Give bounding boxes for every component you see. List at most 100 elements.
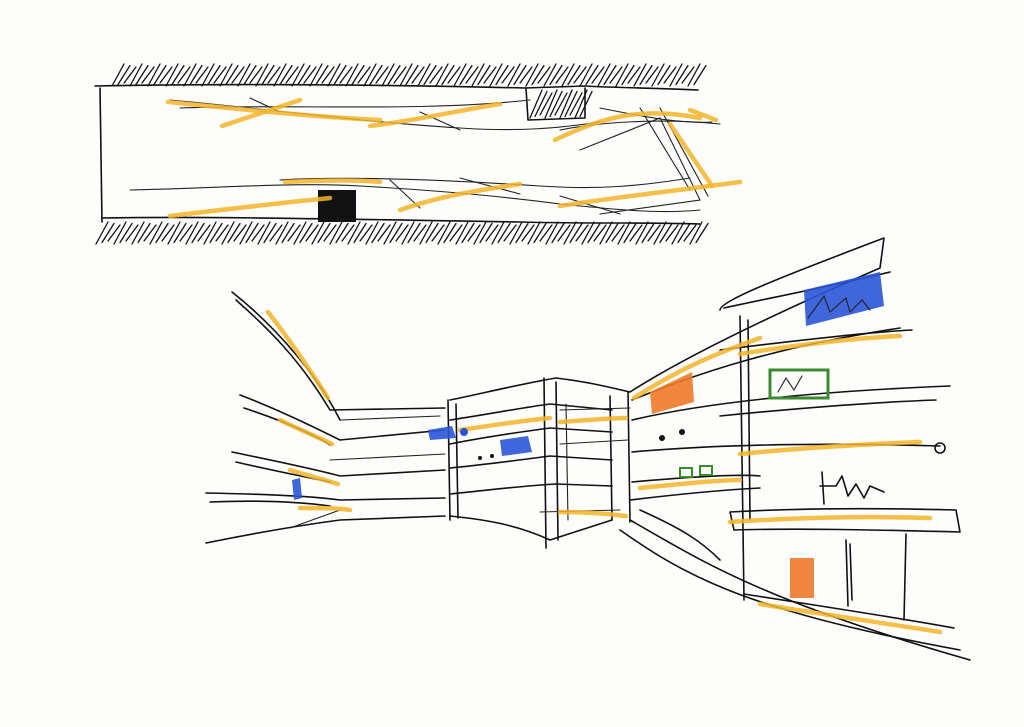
hatch-stroke-top — [471, 63, 485, 87]
hatch-stroke-top — [621, 64, 635, 86]
hatch-stroke-top — [153, 64, 167, 86]
hatch-stroke-bottom — [443, 222, 457, 244]
hatch-stroke-pier — [569, 92, 583, 116]
hatch-stroke-bottom — [533, 222, 547, 244]
right-wall-circle-marker — [934, 442, 946, 454]
persp-ochre-13 — [757, 601, 943, 635]
small-dot-1 — [659, 435, 665, 441]
hatch-stroke-bottom — [473, 221, 487, 245]
hatch-stroke-pier — [579, 90, 593, 118]
hatch-stroke-bottom — [221, 221, 235, 245]
hatch-stroke-top — [531, 64, 545, 86]
hatch-stroke-bottom — [209, 222, 223, 244]
hatch-stroke-top — [579, 63, 593, 87]
hatch-stroke-bottom — [491, 221, 505, 245]
persp-ochre-12 — [557, 509, 629, 519]
hatch-stroke-top — [435, 63, 449, 87]
hatch-stroke-top — [363, 63, 377, 87]
center-box-band-4 — [449, 483, 613, 495]
hatch-stroke-bottom — [557, 224, 571, 242]
hatch-stroke-bottom — [467, 224, 481, 242]
hatch-stroke-top — [195, 66, 209, 84]
left-wall-line-7 — [205, 492, 446, 501]
right-wall-line-5 — [719, 399, 937, 417]
hatch-stroke-bottom — [167, 221, 181, 245]
hatch-stroke-top — [189, 64, 203, 86]
blue-mark-center — [428, 426, 456, 440]
hatch-stroke-top — [669, 63, 683, 87]
hatch-stroke-bottom — [287, 224, 301, 242]
hatch-stroke-bottom — [371, 222, 385, 244]
hatch-stroke-bottom — [419, 221, 433, 245]
hatch-stroke-bottom — [449, 224, 463, 242]
hatch-stroke-top — [381, 63, 395, 87]
slab-door-frame — [845, 539, 849, 607]
hatch-stroke-bottom — [107, 224, 121, 242]
plan-ochre-9 — [667, 121, 715, 189]
blue-door-line — [849, 543, 853, 601]
right-wall-top — [629, 237, 885, 393]
hatch-stroke-bottom — [539, 224, 553, 242]
plan-left-edge — [99, 87, 103, 223]
blue-dot-center — [460, 428, 468, 436]
hatch-stroke-bottom — [689, 221, 703, 245]
hatch-stroke-bottom — [269, 224, 283, 242]
plan-ochre-6 — [282, 178, 383, 185]
hatch-stroke-top — [339, 66, 353, 84]
hatch-stroke-bottom — [95, 221, 109, 245]
hatch-stroke-bottom — [185, 221, 199, 245]
center-box-right-post — [543, 377, 547, 549]
blue-window-upper-right — [804, 272, 884, 326]
hatch-stroke-top — [213, 66, 227, 84]
hatch-stroke-top — [537, 66, 551, 84]
plan-bottom-edge — [101, 216, 701, 225]
hatch-stroke-top — [495, 64, 509, 86]
hatch-stroke-bottom — [599, 221, 613, 245]
center-box-inner-2 — [559, 439, 629, 445]
small-dot-4 — [490, 454, 494, 458]
hatch-stroke-top — [567, 64, 581, 86]
hatch-stroke-bottom — [671, 221, 685, 245]
hatch-stroke-bottom — [521, 224, 535, 242]
small-dot-3 — [478, 456, 482, 460]
center-box-bottom — [449, 515, 613, 541]
plan-ochre-5 — [167, 195, 333, 219]
hatch-stroke-bottom — [401, 221, 415, 245]
plan-ochre-10 — [687, 107, 719, 123]
persp-ochre-11 — [557, 415, 629, 425]
hatch-stroke-top — [141, 66, 155, 84]
hatch-stroke-top — [627, 66, 641, 84]
hatch-stroke-bottom — [179, 224, 193, 242]
hatch-stroke-bottom — [605, 222, 619, 244]
hatch-stroke-bottom — [251, 224, 265, 242]
persp-ochre-4 — [297, 505, 353, 513]
plan-view-sketch — [94, 63, 743, 245]
hatch-stroke-top — [369, 64, 383, 86]
hatch-stroke-top — [585, 64, 599, 86]
hatch-stroke-top — [279, 64, 293, 86]
hatch-stroke-bottom — [335, 222, 349, 244]
hatch-stroke-pier — [574, 89, 588, 119]
hatch-stroke-top — [447, 66, 461, 84]
hatch-stroke-bottom — [245, 222, 259, 244]
hatch-stroke-top — [693, 64, 707, 86]
persp-ochre-3 — [287, 467, 341, 487]
hatch-stroke-top — [501, 66, 515, 84]
hatch-stroke-bottom — [155, 222, 169, 244]
hatch-stroke-top — [507, 63, 521, 87]
hatch-stroke-bottom — [311, 221, 325, 245]
hatch-stroke-top — [609, 66, 623, 84]
hatch-stroke-top — [573, 66, 587, 84]
hatch-stroke-pier — [549, 90, 563, 118]
hatch-stroke-bottom — [527, 221, 541, 245]
hatch-stroke-top — [129, 63, 143, 87]
hatch-stroke-bottom — [431, 224, 445, 242]
hatch-stroke-bottom — [575, 224, 589, 242]
hatch-stroke-top — [309, 63, 323, 87]
persp-ochre-5 — [631, 335, 763, 401]
hatch-stroke-bottom — [329, 221, 343, 245]
hatch-stroke-bottom — [305, 224, 319, 242]
plan-top-edge — [94, 83, 699, 91]
plan-ochre-3 — [367, 101, 503, 129]
hatch-stroke-top — [225, 64, 239, 86]
